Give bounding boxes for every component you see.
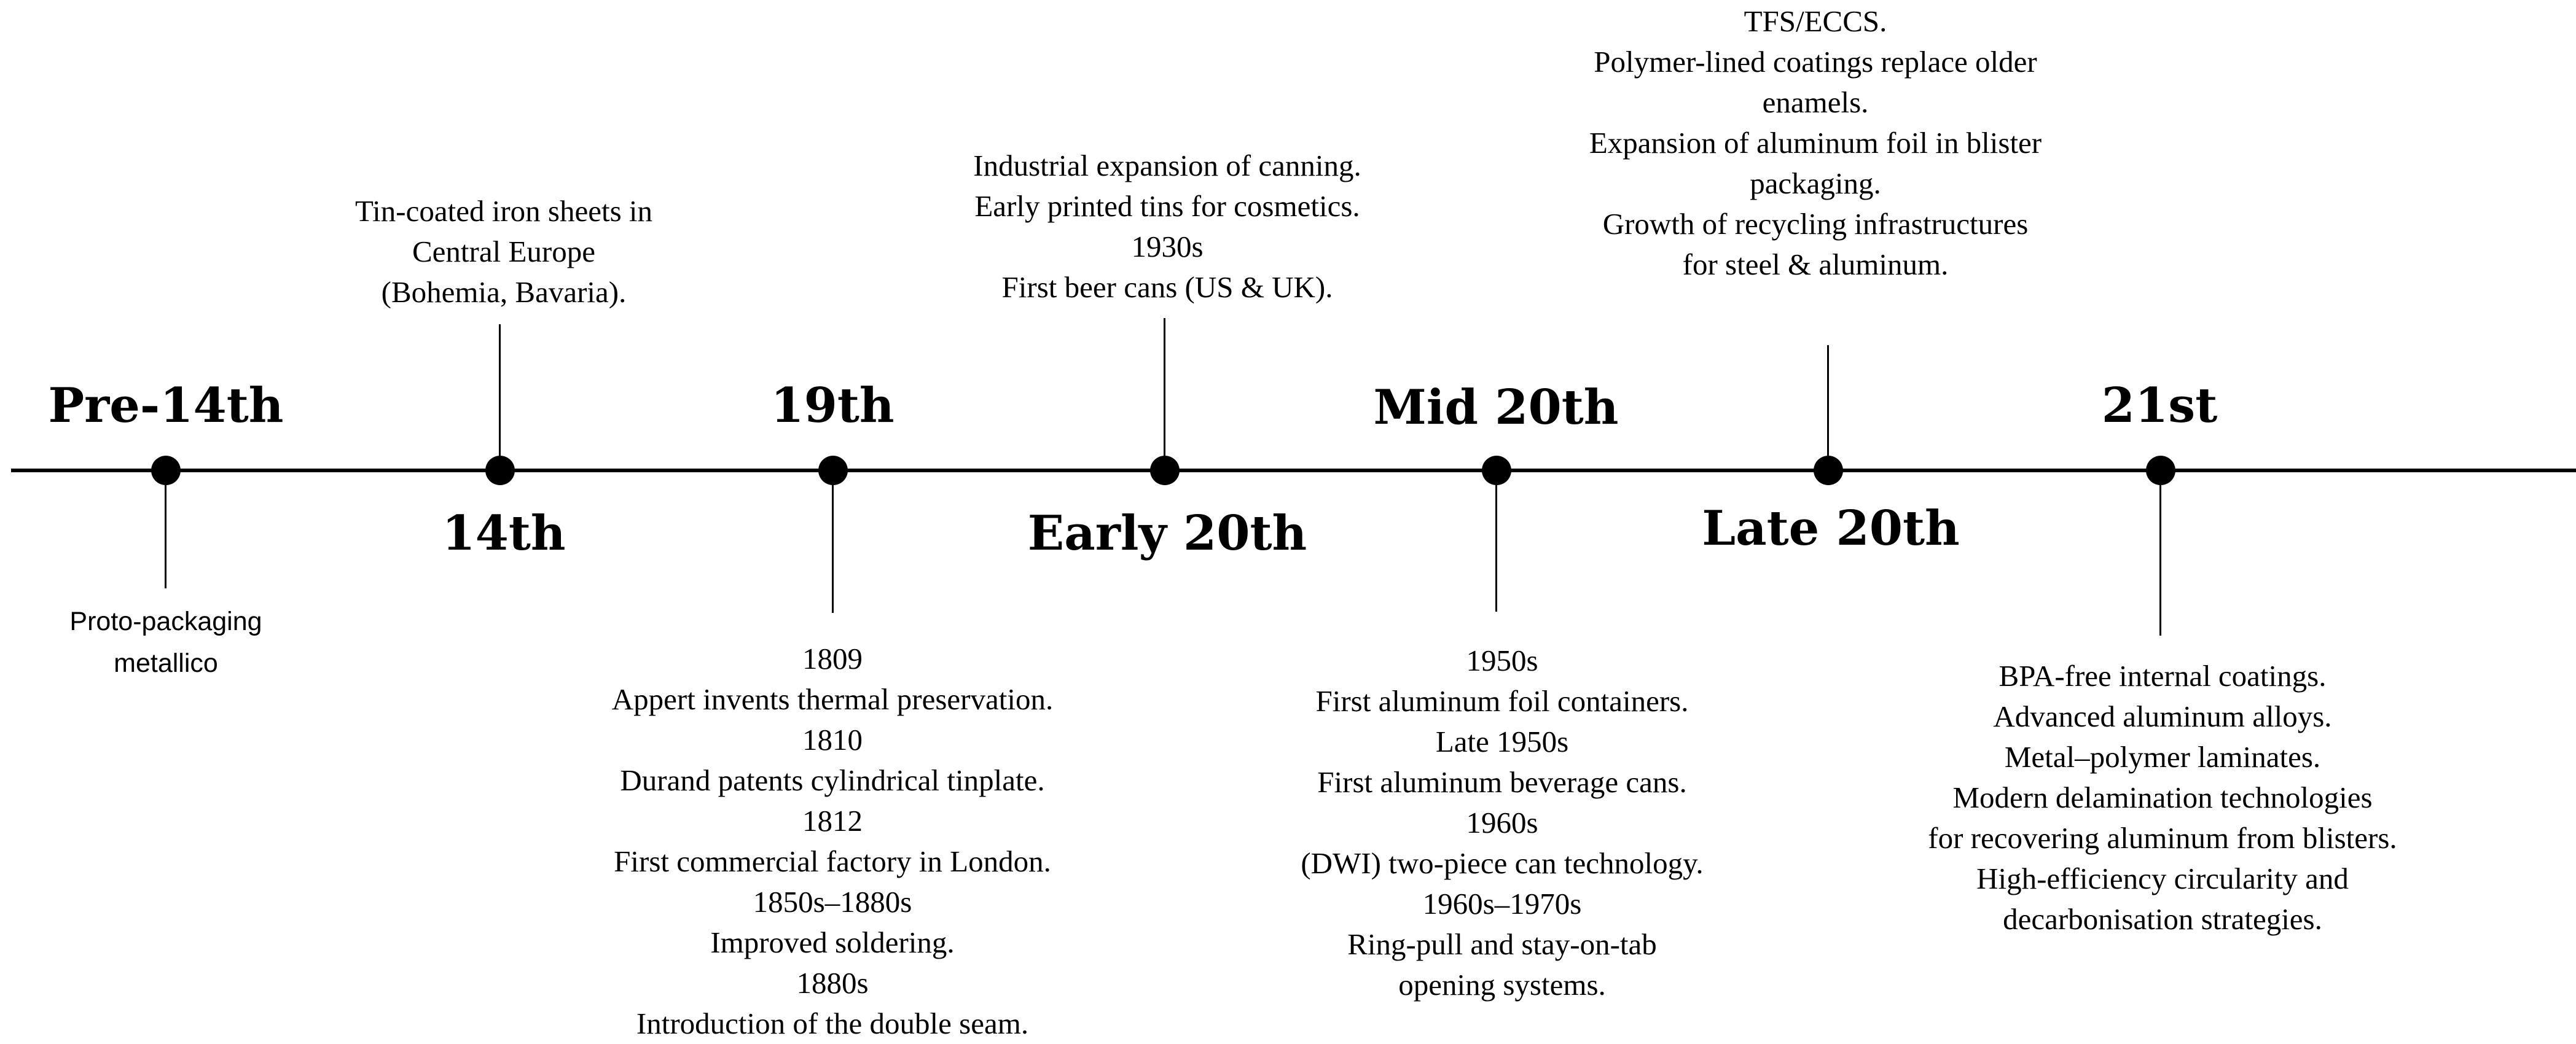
note-line: Early printed tins for cosmetics. (974, 189, 1360, 223)
connector-mid20 (1495, 485, 1497, 612)
note-line: High-efficiency circularity and (1976, 862, 2349, 895)
era-label-19th: 19th (770, 378, 895, 434)
note-line: decarbonisation strategies. (2003, 902, 2322, 936)
note-line: for recovering aluminum from blisters. (1928, 821, 2397, 855)
milestone-dot-mid20 (1482, 456, 1511, 485)
note-line: 1960s (1466, 806, 1538, 839)
era-label-pre14: Pre-14th (48, 378, 284, 434)
connector-late20 (1827, 345, 1829, 472)
note-line: First beer cans (US & UK). (1001, 270, 1333, 304)
note-line: 1960s–1970s (1422, 887, 1582, 921)
note-line: Tin-coated iron sheets in (354, 194, 653, 228)
milestone-dot-14th (485, 456, 515, 485)
note-line: 1809 (802, 642, 863, 676)
note-line: 1880s (796, 966, 869, 1000)
note-line: Expansion of aluminum foil in blister (1589, 126, 2042, 160)
era-note-early20: Industrial expansion of canning. Early p… (872, 146, 1462, 308)
era-label-mid20: Mid 20th (1373, 380, 1619, 435)
era-note-14th: Tin-coated iron sheets in Central Europe… (276, 191, 731, 313)
milestone-dot-21st (2146, 456, 2175, 485)
note-line: Ring-pull and stay-on-tab (1347, 927, 1657, 961)
era-note-21st: BPA-free internal coatings. Advanced alu… (1846, 656, 2479, 940)
milestone-dot-late20 (1814, 456, 1843, 485)
note-line: Introduction of the double seam. (636, 1007, 1029, 1040)
note-line: Metal–polymer laminates. (2004, 740, 2321, 774)
note-line: Appert invents thermal preservation. (611, 682, 1054, 716)
milestone-dot-pre14 (151, 456, 181, 485)
note-line: Durand patents cylindrical tinplate. (620, 763, 1045, 797)
note-line: metallico (114, 649, 218, 678)
note-line: Industrial expansion of canning. (973, 149, 1361, 182)
connector-pre14 (165, 485, 166, 588)
milestone-dot-early20 (1150, 456, 1180, 485)
era-label-21st: 21st (2101, 378, 2218, 434)
note-line: Improved soldering. (710, 925, 955, 959)
era-label-early20: Early 20th (1027, 505, 1307, 561)
era-label-14th: 14th (442, 505, 566, 561)
note-line: Polymer-lined coatings replace older (1594, 45, 2037, 79)
timeline-axis (11, 469, 2576, 472)
connector-14th (499, 324, 501, 472)
connector-21st (2159, 485, 2161, 636)
note-line: Central Europe (412, 235, 595, 268)
note-line: opening systems. (1398, 968, 1606, 1002)
note-line: 1810 (802, 723, 863, 757)
era-note-mid20: 1950s First aluminum foil containers. La… (1219, 641, 1785, 1005)
connector-19th (832, 485, 834, 613)
milestone-dot-19th (818, 456, 848, 485)
note-line: Growth of recycling infrastructures (1602, 207, 2029, 241)
connector-early20 (1164, 318, 1165, 472)
era-note-19th: 1809 Appert invents thermal preservation… (525, 639, 1140, 1044)
note-line: 1930s (1131, 230, 1204, 263)
note-line: Late 1950s (1435, 725, 1569, 758)
note-line: Modern delamination technologies (1952, 781, 2373, 814)
note-line: 1950s (1466, 644, 1538, 677)
note-line: packaging. (1750, 166, 1881, 200)
note-line: First commercial factory in London. (614, 844, 1051, 878)
era-note-late20: TFS/ECCS. Polymer-lined coatings replace… (1508, 1, 2123, 285)
era-label-late20: Late 20th (1702, 501, 1960, 556)
note-line: First aluminum foil containers. (1315, 684, 1689, 718)
note-line: (DWI) two-piece can technology. (1301, 846, 1704, 880)
note-line: enamels. (1762, 85, 1869, 119)
note-line: 1812 (802, 804, 863, 838)
note-line: First aluminum beverage cans. (1317, 765, 1687, 799)
note-line: 1850s–1880s (753, 885, 912, 919)
note-line: BPA-free internal coatings. (1999, 659, 2327, 693)
era-note-pre14: Proto-packaging metallico (43, 601, 289, 684)
note-line: Proto-packaging (69, 607, 262, 636)
note-line: for steel & aluminum. (1682, 247, 1949, 281)
note-line: TFS/ECCS. (1744, 4, 1887, 38)
note-line: Advanced aluminum alloys. (1993, 699, 2332, 733)
note-line: (Bohemia, Bavaria). (381, 275, 627, 309)
